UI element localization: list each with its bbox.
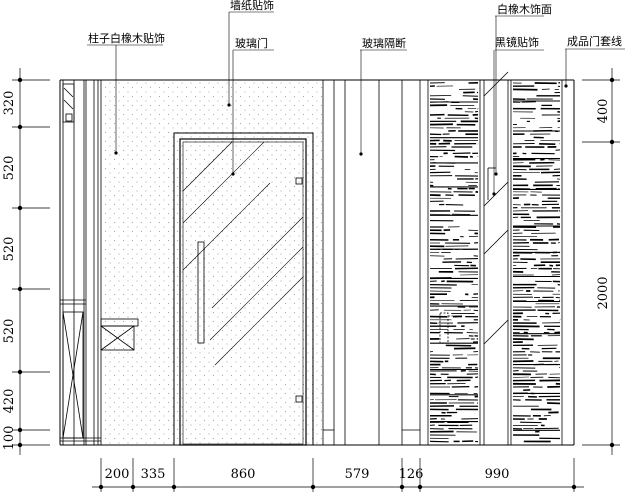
label-glass-partition: 玻璃隔断 (362, 36, 406, 50)
label-wallpaper: 墙纸贴饰 (230, 0, 274, 12)
label-white-oak-face: 白橡木饰面 (497, 2, 552, 16)
dim-bottom-579: 579 (345, 467, 370, 482)
label-column-veneer: 柱子白橡木贴饰 (88, 31, 165, 45)
dim-left-520-c: 520 (2, 319, 17, 344)
dim-left-520-b: 520 (2, 237, 17, 262)
dim-left-520-a: 520 (2, 156, 17, 181)
oak-wood-grain (430, 83, 560, 442)
left-dimension-lines (12, 68, 50, 455)
bottom-dimension-lines (92, 458, 584, 492)
dim-bottom-200: 200 (105, 467, 130, 482)
wallpaper-area (101, 80, 323, 445)
dim-left-420: 420 (2, 389, 17, 414)
label-door-frame: 成品门套线 (567, 34, 622, 48)
left-column (60, 80, 101, 445)
dim-bottom-990: 990 (485, 467, 510, 482)
dim-bottom-126: 126 (399, 467, 424, 482)
dim-right-2000: 2000 (596, 276, 611, 309)
dim-left-100: 100 (2, 426, 17, 451)
right-dimension-lines (582, 68, 620, 455)
glass-partition (323, 80, 428, 445)
label-glass-door: 玻璃门 (235, 36, 268, 50)
dim-bottom-335: 335 (141, 467, 166, 482)
dim-right-400: 400 (596, 99, 611, 124)
label-black-mirror: 黑镜贴饰 (495, 35, 539, 49)
dim-left-320: 320 (2, 91, 17, 116)
dim-bottom-860: 860 (231, 467, 256, 482)
